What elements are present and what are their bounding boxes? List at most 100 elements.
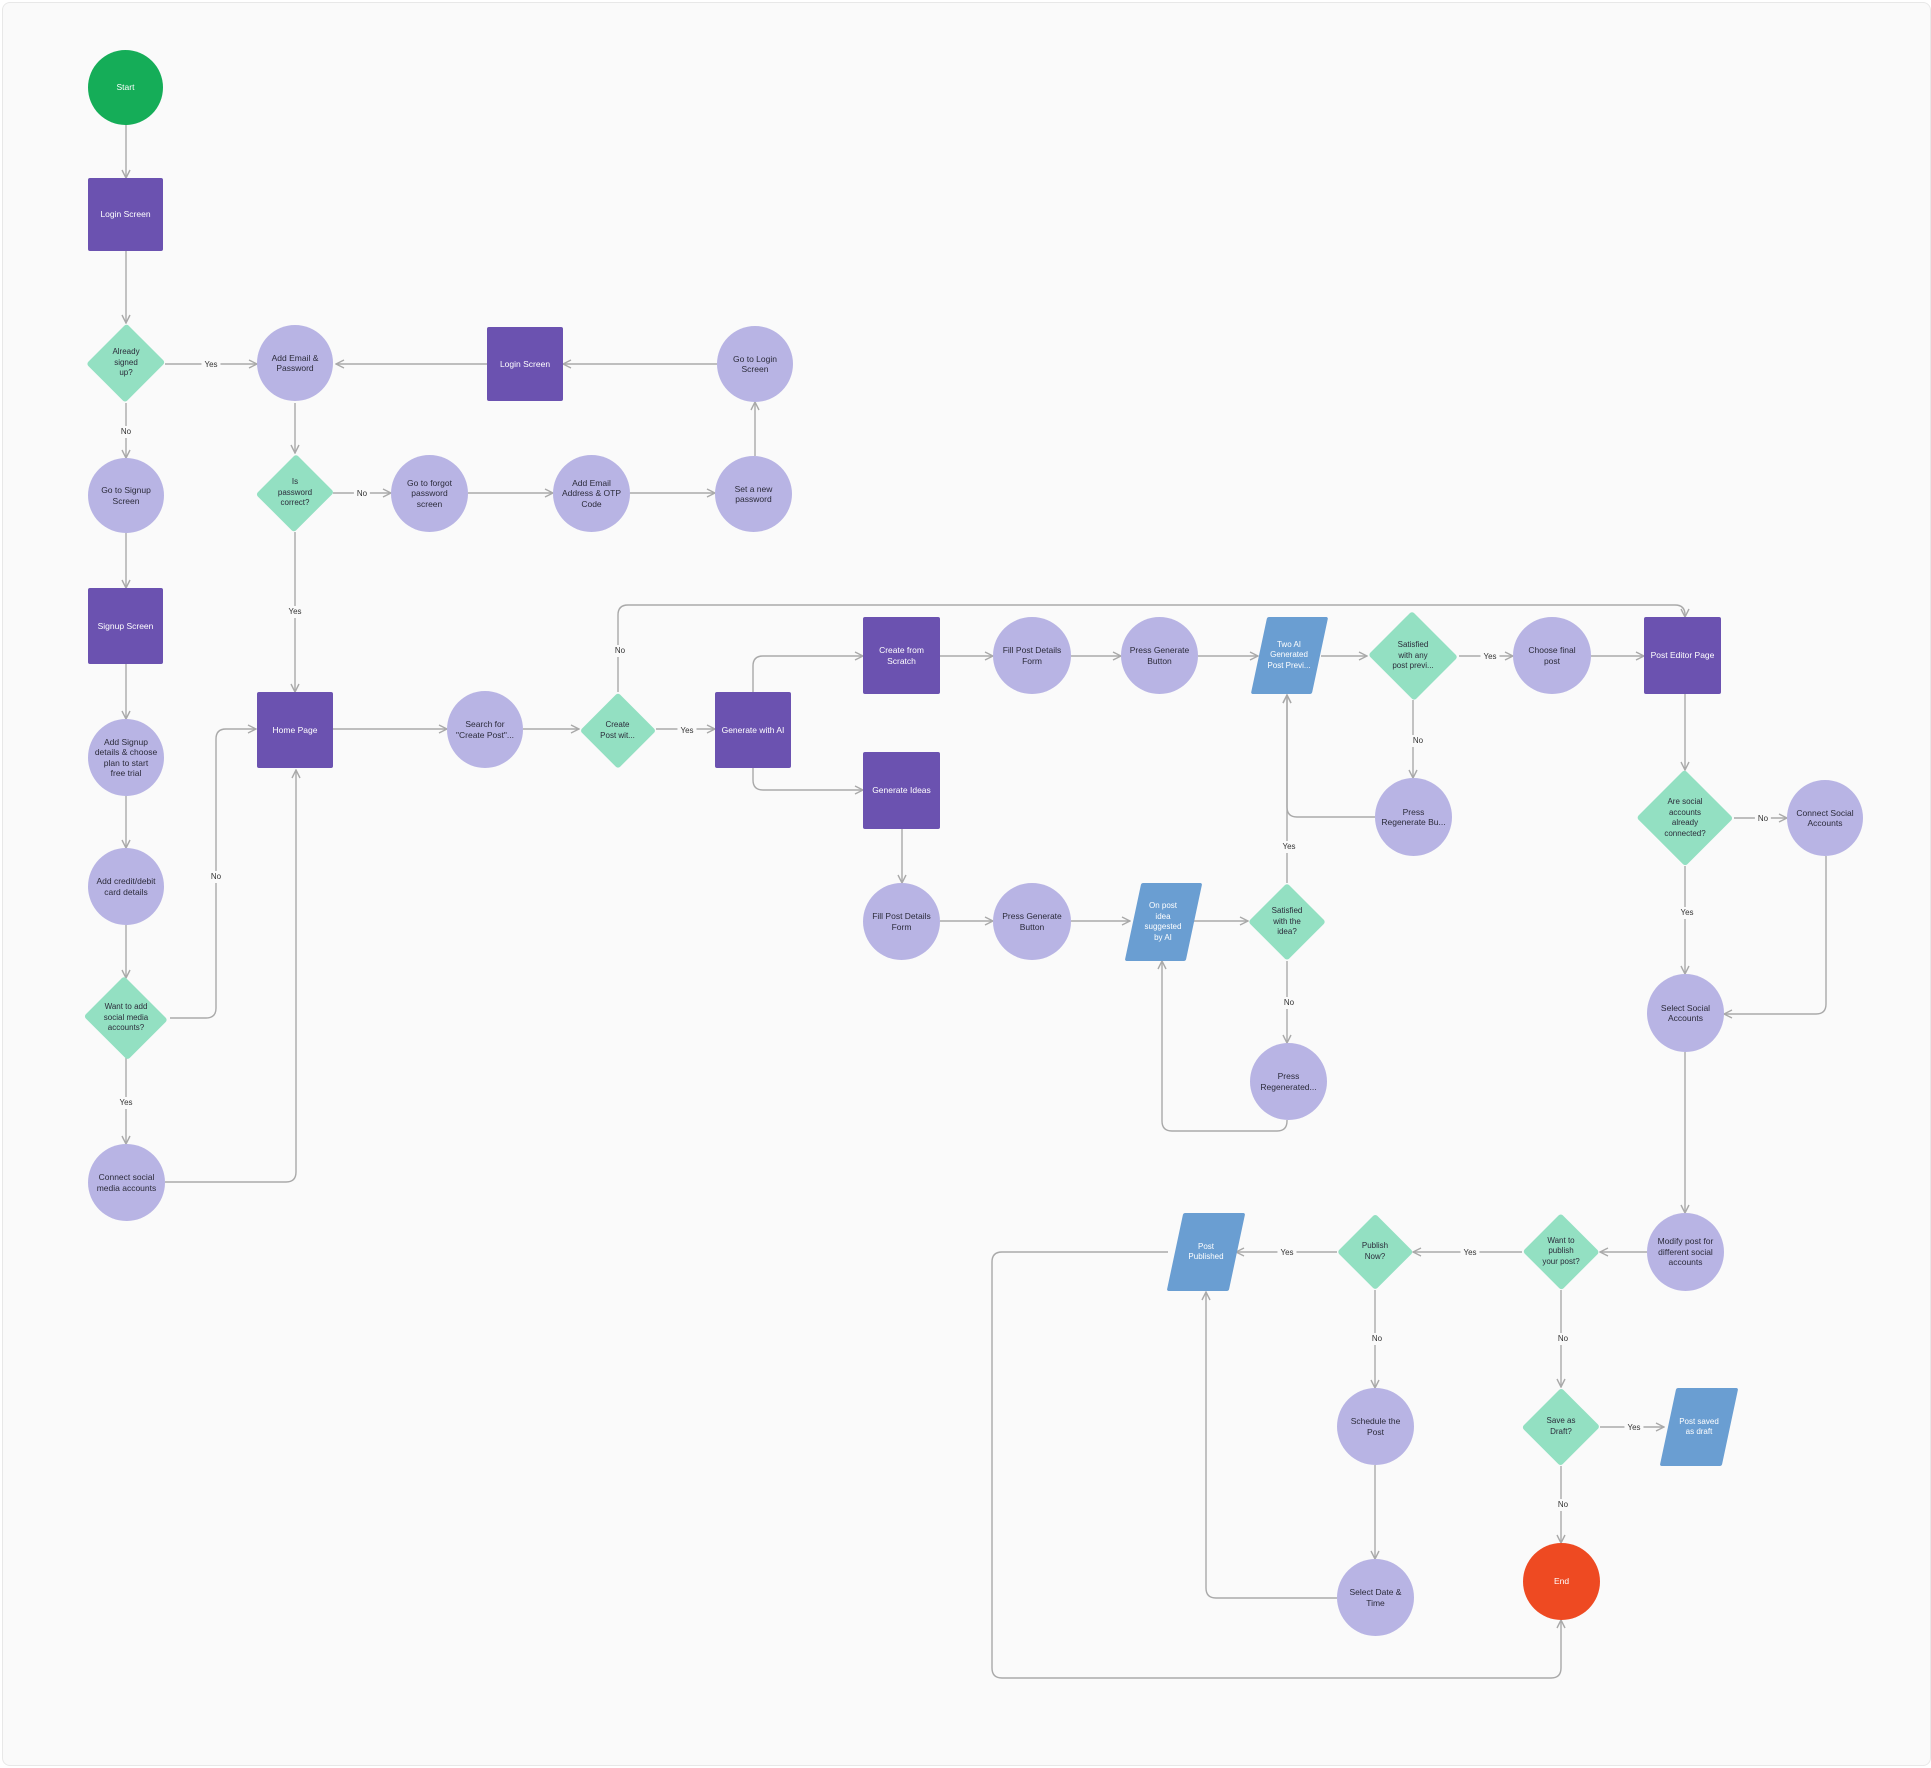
save-as-draft-label: Save as Draft? bbox=[1546, 1416, 1576, 1436]
go-to-login-screen-node[interactable]: Go to Login Screen bbox=[717, 326, 793, 402]
want-publish-decision[interactable]: Want to publish your post? bbox=[1522, 1212, 1600, 1291]
choose-final-post-label: Choose final post bbox=[1528, 645, 1576, 666]
edge-published-end bbox=[991, 1251, 1561, 1679]
go-to-login-screen-label: Go to Login Screen bbox=[733, 353, 777, 375]
publish-now-decision[interactable]: Publish Now? bbox=[1336, 1213, 1414, 1290]
create-post-with-label: Create Post wit... bbox=[600, 720, 635, 740]
add-card-details-label: Add credit/debit card details bbox=[96, 876, 156, 897]
post-editor-page-label: Post Editor Page bbox=[1650, 650, 1715, 661]
satisfied-idea-decision[interactable]: Satisfied with the idea? bbox=[1248, 883, 1326, 961]
edge-genai-scratch bbox=[752, 656, 863, 692]
edge-label-yes-preview: Yes bbox=[1480, 651, 1500, 663]
go-to-signup-screen-label: Go to Signup Screen bbox=[101, 485, 151, 506]
edge-regen-idea bbox=[1162, 961, 1288, 1132]
post-editor-page-node[interactable]: Post Editor Page bbox=[1644, 617, 1721, 694]
search-create-post-node[interactable]: Search for "Create Post"... bbox=[447, 691, 523, 768]
add-email-password-label: Add Email & Password bbox=[271, 352, 319, 374]
schedule-post-node[interactable]: Schedule the Post bbox=[1337, 1388, 1414, 1465]
press-regenerate-bu-label: Press Regenerate Bu... bbox=[1381, 806, 1446, 828]
edge-label-no-draft: No bbox=[1554, 1499, 1572, 1511]
satisfied-preview-decision[interactable]: Satisfied with any post previ... bbox=[1367, 611, 1459, 701]
connect-social-accounts-node[interactable]: Connect Social Accounts bbox=[1787, 780, 1863, 856]
edge-connectsocial-select bbox=[1724, 856, 1827, 1014]
go-to-signup-screen-node[interactable]: Go to Signup Screen bbox=[88, 458, 164, 533]
generate-with-ai-node[interactable]: Generate with AI bbox=[715, 692, 791, 768]
one-post-idea-label: On post idea suggested by AI bbox=[1144, 901, 1182, 942]
post-saved-draft-output[interactable]: Post saved as draft bbox=[1659, 1388, 1739, 1466]
press-regenerated-node[interactable]: Press Regenerated... bbox=[1250, 1043, 1327, 1120]
select-social-accounts-node[interactable]: Select Social Accounts bbox=[1647, 974, 1724, 1052]
modify-post-label: Modify post for different social account… bbox=[1657, 1236, 1714, 1268]
add-card-details-node[interactable]: Add credit/debit card details bbox=[88, 848, 164, 925]
satisfied-preview-label: Satisfied with any post previ... bbox=[1392, 640, 1434, 671]
set-new-password-label: Set a new password bbox=[734, 483, 773, 505]
login-screen-2-node[interactable]: Login Screen bbox=[487, 327, 563, 401]
login-screen-label: Login Screen bbox=[100, 209, 151, 220]
generate-ideas-label: Generate Ideas bbox=[872, 785, 931, 796]
fill-post-details-2-node[interactable]: Fill Post Details Form bbox=[863, 883, 940, 960]
already-signed-up-label: Already signed up? bbox=[112, 347, 140, 378]
post-saved-draft-label: Post saved as draft bbox=[1679, 1416, 1719, 1437]
go-to-forgot-password-label: Go to forgot password screen bbox=[407, 477, 452, 509]
fill-post-details-1-node[interactable]: Fill Post Details Form bbox=[993, 617, 1071, 694]
press-generate-1-label: Press Generate Button bbox=[1129, 645, 1190, 666]
create-from-scratch-node[interactable]: Create from Scratch bbox=[863, 617, 940, 694]
one-post-idea-output[interactable]: On post idea suggested by AI bbox=[1124, 883, 1202, 961]
login-screen-2-label: Login Screen bbox=[499, 358, 551, 369]
create-from-scratch-label: Create from Scratch bbox=[879, 645, 924, 666]
generate-ideas-node[interactable]: Generate Ideas bbox=[863, 752, 940, 829]
end-node[interactable]: End bbox=[1523, 1543, 1600, 1620]
choose-final-post-node[interactable]: Choose final post bbox=[1513, 617, 1591, 694]
edge-label-yes-draft: Yes bbox=[1624, 1422, 1644, 1434]
edge-label-yes-publish: Yes bbox=[1460, 1247, 1480, 1259]
press-generate-2-node[interactable]: Press Generate Button bbox=[993, 883, 1071, 960]
two-ai-previews-output[interactable]: Two AI Generated Post Previ... bbox=[1250, 617, 1328, 694]
modify-post-node[interactable]: Modify post for different social account… bbox=[1647, 1213, 1724, 1291]
is-password-correct-decision[interactable]: Is password correct? bbox=[256, 453, 334, 533]
press-generate-1-node[interactable]: Press Generate Button bbox=[1121, 617, 1198, 694]
post-published-output[interactable]: Post Published bbox=[1166, 1213, 1246, 1291]
save-as-draft-decision[interactable]: Save as Draft? bbox=[1521, 1387, 1601, 1466]
edge-connect-home bbox=[165, 770, 296, 1183]
add-signup-details-node[interactable]: Add Signup details & choose plan to star… bbox=[88, 719, 164, 796]
two-ai-previews-label: Two AI Generated Post Previ... bbox=[1267, 639, 1311, 670]
edge-label-no-social: No bbox=[207, 871, 225, 883]
go-to-forgot-password-node[interactable]: Go to forgot password screen bbox=[391, 455, 468, 532]
add-email-otp-node[interactable]: Add Email Address & OTP Code bbox=[553, 455, 630, 532]
fill-post-details-1-label: Fill Post Details Form bbox=[1002, 645, 1062, 666]
edge-label-no-publish: No bbox=[1554, 1333, 1572, 1345]
connect-social-accounts-label: Connect Social Accounts bbox=[1796, 807, 1854, 829]
add-signup-details-label: Add Signup details & choose plan to star… bbox=[94, 736, 158, 779]
want-social-accounts-decision[interactable]: Want to add social media accounts? bbox=[82, 976, 170, 1060]
edge-label-yes-publish-now: Yes bbox=[1277, 1247, 1297, 1259]
edge-label-no-preview: No bbox=[1409, 735, 1427, 747]
are-accounts-connected-label: Are social accounts already connected? bbox=[1664, 797, 1706, 838]
connect-social-media-label: Connect social media accounts bbox=[96, 1172, 157, 1193]
edge-label-no-create-post: No bbox=[611, 645, 629, 657]
home-page-label: Home Page bbox=[272, 724, 318, 735]
connector-layer bbox=[3, 125, 1827, 1679]
select-date-time-node[interactable]: Select Date & Time bbox=[1337, 1559, 1414, 1636]
already-signed-up-decision[interactable]: Already signed up? bbox=[86, 323, 166, 403]
login-screen-node[interactable]: Login Screen bbox=[88, 178, 163, 251]
start-label: Start bbox=[116, 82, 135, 93]
press-regenerate-bu-node[interactable]: Press Regenerate Bu... bbox=[1375, 778, 1452, 856]
schedule-post-label: Schedule the Post bbox=[1350, 1416, 1401, 1437]
connect-social-media-node[interactable]: Connect social media accounts bbox=[88, 1144, 165, 1221]
signup-screen-node[interactable]: Signup Screen bbox=[88, 588, 163, 664]
are-accounts-connected-decision[interactable]: Are social accounts already connected? bbox=[1636, 769, 1734, 867]
home-page-node[interactable]: Home Page bbox=[257, 692, 333, 768]
add-email-password-node[interactable]: Add Email & Password bbox=[257, 325, 333, 401]
edge-label-no-publish-now: No bbox=[1368, 1333, 1386, 1345]
signup-screen-label: Signup Screen bbox=[97, 620, 154, 631]
edge-label-yes-social: Yes bbox=[116, 1097, 136, 1109]
generate-with-ai-label: Generate with AI bbox=[721, 724, 785, 735]
start-node[interactable]: Start bbox=[88, 50, 163, 125]
want-publish-label: Want to publish your post? bbox=[1542, 1235, 1580, 1266]
set-new-password-node[interactable]: Set a new password bbox=[715, 456, 792, 532]
edge-genai-ideas bbox=[752, 768, 863, 790]
is-password-correct-label: Is password correct? bbox=[277, 477, 313, 508]
create-post-with-decision[interactable]: Create Post wit... bbox=[579, 692, 656, 769]
press-generate-2-label: Press Generate Button bbox=[1002, 911, 1062, 932]
